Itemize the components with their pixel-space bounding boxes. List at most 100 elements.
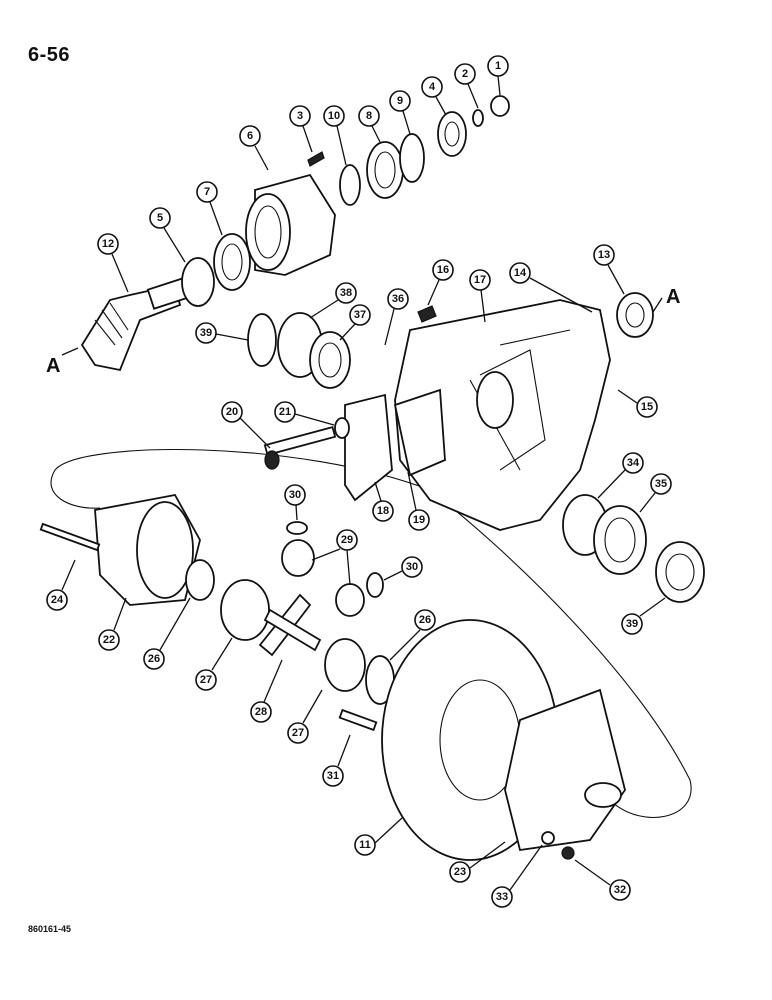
callout-30-right: 30 bbox=[383, 556, 423, 581]
callout-11-label: 11 bbox=[359, 839, 371, 851]
callout-1: 1 bbox=[487, 55, 509, 96]
callout-2-label: 2 bbox=[462, 68, 468, 80]
callout-8: 8 bbox=[358, 105, 381, 143]
callout-39-left: 39 bbox=[195, 322, 249, 344]
callout-34: 34 bbox=[597, 452, 644, 499]
callout-18-label: 18 bbox=[377, 505, 389, 517]
callout-36: 36 bbox=[384, 288, 409, 346]
callout-30-top: 30 bbox=[284, 484, 306, 521]
axle-housing-part bbox=[394, 299, 611, 531]
callout-24: 24 bbox=[46, 559, 76, 611]
callout-29: 29 bbox=[311, 529, 358, 586]
callout-29-label: 29 bbox=[341, 534, 353, 546]
callout-14-label: 14 bbox=[514, 267, 527, 279]
plug-part bbox=[417, 305, 437, 323]
pinion-gear-part bbox=[80, 276, 194, 372]
callout-39-left-label: 39 bbox=[200, 327, 212, 339]
callout-27-left-label: 27 bbox=[200, 674, 212, 686]
differential-gear-parts bbox=[185, 521, 395, 705]
callout-19-label: 19 bbox=[413, 514, 425, 526]
callout-16: 16 bbox=[427, 259, 454, 306]
callout-32: 32 bbox=[574, 859, 631, 901]
callout-21-label: 21 bbox=[279, 406, 291, 418]
callout-31-label: 31 bbox=[327, 770, 339, 782]
callout-22-label: 22 bbox=[103, 634, 115, 646]
callout-2: 2 bbox=[454, 63, 479, 109]
case-half-part bbox=[504, 688, 626, 860]
right-bearing-parts bbox=[562, 494, 705, 603]
callout-13: 13 bbox=[593, 244, 625, 295]
callout-27-left: 27 bbox=[195, 637, 233, 691]
callout-28: 28 bbox=[250, 659, 283, 723]
callout-24-label: 24 bbox=[51, 594, 64, 606]
callout-26-right-label: 26 bbox=[419, 614, 431, 626]
bearing-carrier-part bbox=[245, 173, 336, 276]
callout-37-label: 37 bbox=[354, 309, 366, 321]
callout-14: 14 bbox=[509, 262, 593, 313]
callout-17-label: 17 bbox=[474, 274, 486, 286]
callout-12: 12 bbox=[97, 233, 129, 293]
callout-26-left: 26 bbox=[143, 597, 191, 670]
left-bearing-parts bbox=[247, 312, 351, 389]
callout-35-label: 35 bbox=[655, 478, 667, 490]
differential-case-part bbox=[39, 493, 201, 606]
callout-22: 22 bbox=[98, 597, 127, 651]
callout-18: 18 bbox=[372, 481, 394, 522]
callout-9-label: 9 bbox=[397, 95, 403, 107]
callout-39-right-label: 39 bbox=[626, 618, 638, 630]
callout-36-label: 36 bbox=[392, 293, 404, 305]
pinion-bearing-part bbox=[181, 233, 251, 307]
callout-9: 9 bbox=[389, 90, 411, 135]
pinion-stack-parts bbox=[307, 95, 510, 206]
callout-39-right: 39 bbox=[621, 597, 666, 635]
figure-code: 860161-45 bbox=[28, 924, 72, 934]
callout-1-label: 1 bbox=[495, 60, 501, 72]
callout-35: 35 bbox=[639, 473, 672, 513]
callout-23-label: 23 bbox=[454, 866, 466, 878]
callout-37: 37 bbox=[339, 304, 371, 341]
callout-11: 11 bbox=[354, 817, 403, 856]
ring-gear-bolt-part bbox=[338, 708, 378, 732]
callout-15-label: 15 bbox=[641, 401, 653, 413]
callout-3-label: 3 bbox=[297, 110, 303, 122]
callout-15: 15 bbox=[617, 389, 658, 418]
callout-6: 6 bbox=[239, 125, 269, 171]
callout-32-label: 32 bbox=[614, 884, 626, 896]
callout-34-label: 34 bbox=[627, 457, 640, 469]
callout-30-top-label: 30 bbox=[289, 489, 301, 501]
section-marker-right: A bbox=[666, 286, 680, 308]
callout-38-label: 38 bbox=[340, 287, 352, 299]
callout-17: 17 bbox=[469, 269, 491, 323]
callout-20-label: 20 bbox=[226, 406, 238, 418]
callout-12-label: 12 bbox=[102, 238, 114, 250]
callout-10: 10 bbox=[323, 105, 347, 166]
callout-19: 19 bbox=[407, 471, 430, 531]
callout-5: 5 bbox=[149, 207, 186, 263]
callout-6-label: 6 bbox=[247, 130, 253, 142]
bearing-cap-parts bbox=[263, 388, 446, 502]
callout-7: 7 bbox=[196, 181, 223, 236]
callout-30-right-label: 30 bbox=[406, 561, 418, 573]
callout-26-left-label: 26 bbox=[148, 653, 160, 665]
callout-4: 4 bbox=[421, 76, 447, 116]
callout-33: 33 bbox=[491, 844, 543, 908]
callout-21: 21 bbox=[274, 401, 335, 426]
callout-38: 38 bbox=[309, 282, 357, 319]
callout-5-label: 5 bbox=[157, 212, 163, 224]
callout-20: 20 bbox=[221, 401, 271, 449]
section-marker-left: A bbox=[46, 355, 60, 377]
callout-10-label: 10 bbox=[328, 110, 340, 122]
callout-4-label: 4 bbox=[429, 81, 436, 93]
callout-13-label: 13 bbox=[598, 249, 610, 261]
callout-26-right: 26 bbox=[389, 609, 436, 661]
callout-3: 3 bbox=[289, 105, 313, 153]
callout-33-label: 33 bbox=[496, 891, 508, 903]
page-number: 6-56 bbox=[28, 44, 71, 66]
assembly-path-line bbox=[50, 448, 692, 818]
callout-16-label: 16 bbox=[437, 264, 449, 276]
callout-28-label: 28 bbox=[255, 706, 267, 718]
callout-31: 31 bbox=[322, 734, 351, 787]
callout-8-label: 8 bbox=[366, 110, 372, 122]
callout-27-right-label: 27 bbox=[292, 727, 304, 739]
